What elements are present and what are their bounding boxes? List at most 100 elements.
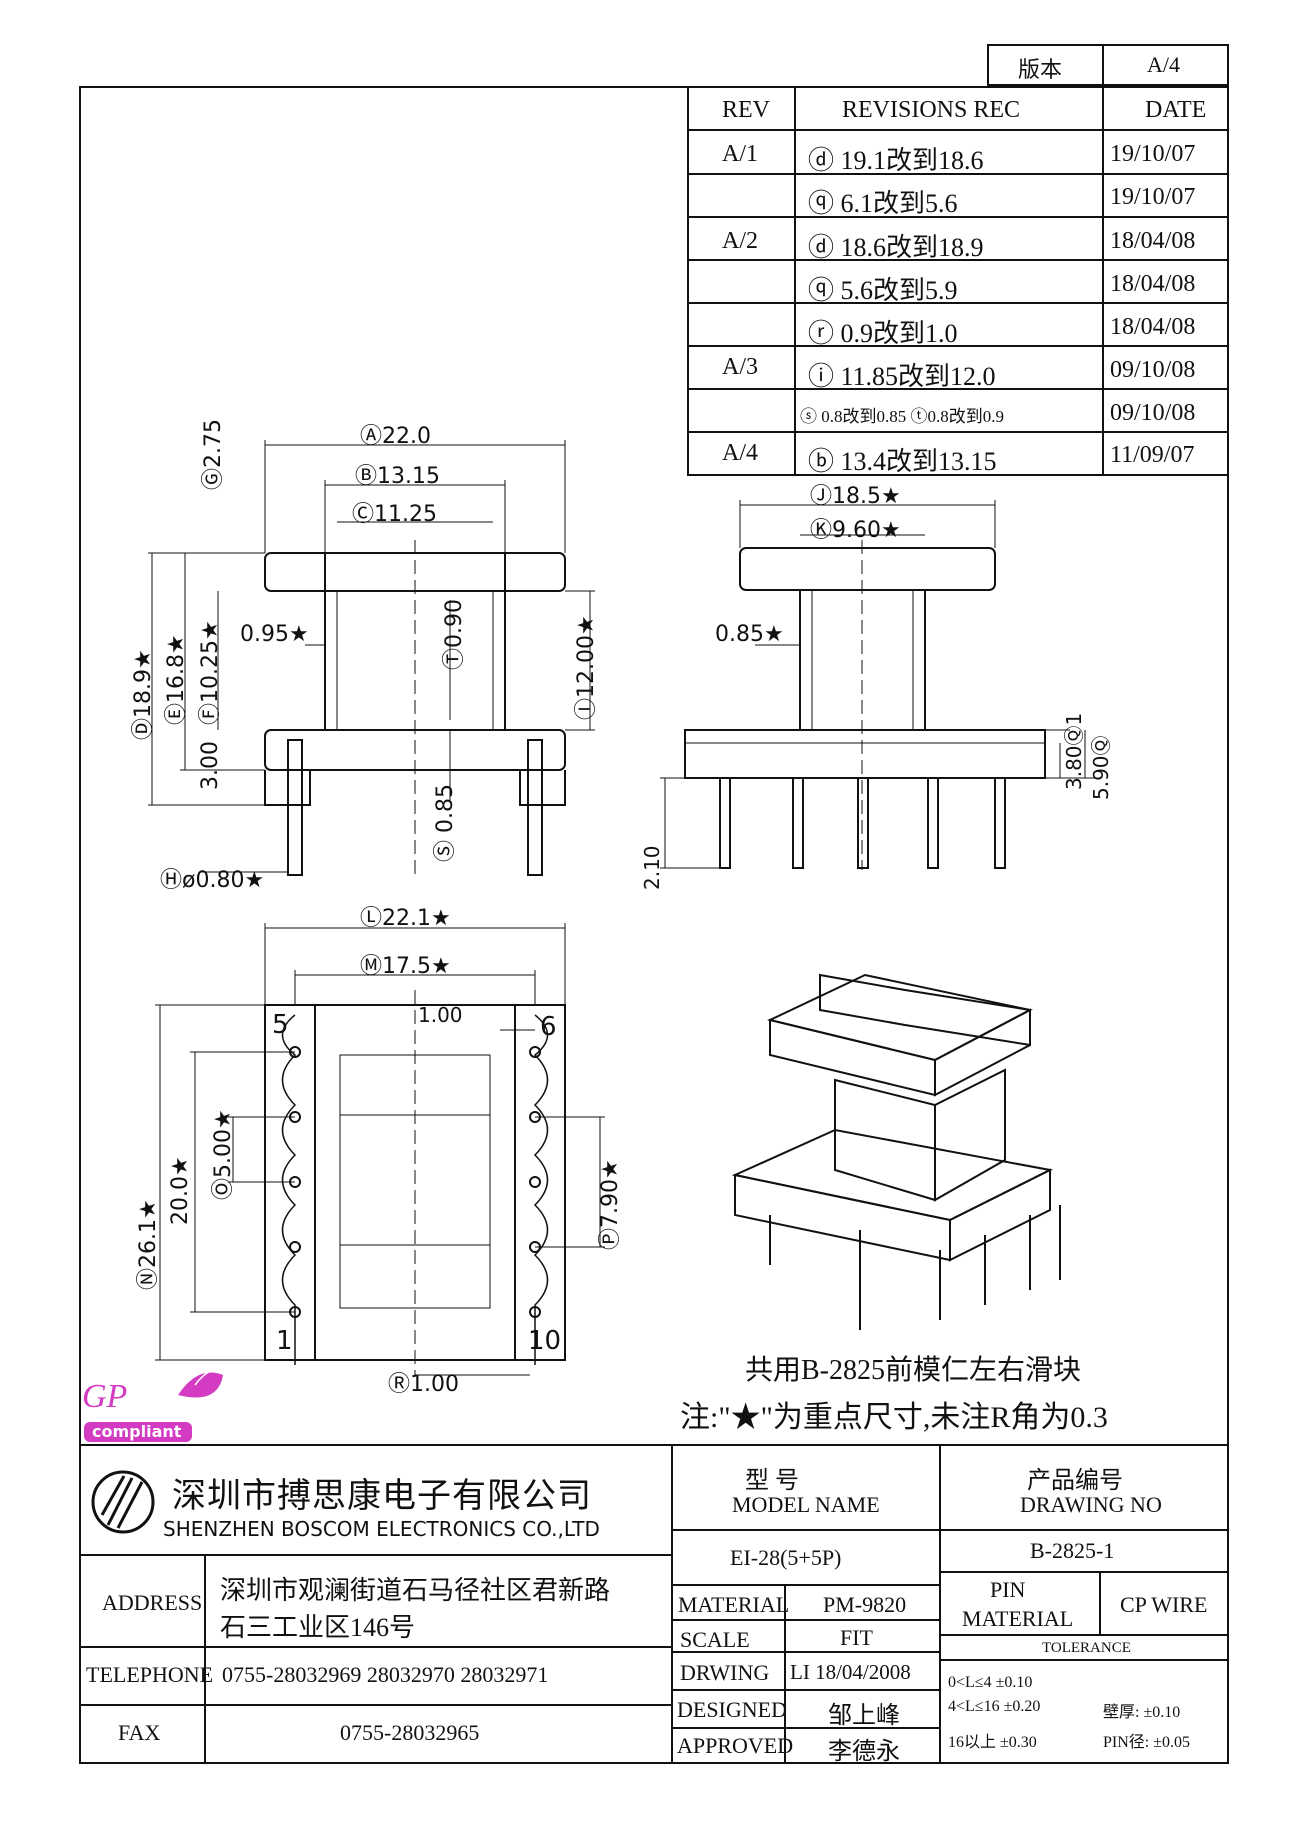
dim-value: 0.85 [433,784,458,833]
gp-mark: GP [82,1378,128,1415]
rev-date: 19/10/07 [1110,184,1196,210]
dim-N: Ⓝ26.1★ [136,1199,161,1290]
rev-text: ⓠ 5.6改到5.9 [808,276,958,305]
tolerance-range-3: 16以上 ±0.30 [948,1734,1037,1751]
dim-value: 3.80 [1062,745,1086,790]
material-label: MATERIAL [678,1592,790,1617]
approved-label: APPROVED [677,1733,794,1758]
scale-label: SCALE [680,1627,750,1652]
rev-header: REV [722,97,770,123]
dim-210: 2.10 [640,845,664,890]
rev-date: 11/09/07 [1110,442,1195,468]
rev-text-value: 6.1改到5.6 [840,189,958,218]
dim-C: Ⓒ11.25 [352,502,437,527]
tolerance-label: TOLERANCE [1042,1640,1131,1656]
pin-dia-tolerance: PIN径: ±0.05 [1103,1734,1191,1751]
rev-cell: A/1 [722,141,758,167]
rev-text-value: 0.8改到0.9 [927,407,1005,426]
designed-value: 邹上峰 [828,1703,900,1729]
pin-label-line2: MATERIAL [962,1606,1074,1631]
rev-date: 09/10/08 [1110,357,1196,383]
rev-text: ⓑ 13.4改到13.15 [808,447,997,476]
isometric-view [731,973,1061,1330]
dim-value: 18.9★ [131,649,156,718]
rev-text: ⓘ 11.85改到12.0 [808,362,996,391]
dim-300: 3.00 [198,741,223,790]
dim-value: 2.75 [201,419,226,468]
dim-200: 20.0★ [168,1156,193,1225]
pin-material-value: CP WIRE [1120,1592,1208,1617]
address-label: ADDRESS [102,1590,203,1615]
dim-R: Ⓡ1.00 [388,1372,459,1397]
rev-text: ⓡ 0.9改到1.0 [808,319,958,348]
company-logo [91,1470,155,1534]
dim-J: Ⓙ18.5★ [810,484,901,509]
rev-date: 18/04/08 [1110,314,1196,340]
pin-label: 10 [528,1326,562,1356]
company-name-cn: 深圳市搏思康电子有限公司 [172,1478,592,1515]
dim-I: Ⓘ12.00★ [574,615,599,720]
rev-text: ⓓ 18.6改到18.9 [808,233,984,262]
dim-value: 12.00★ [574,615,599,698]
rec-header: REVISIONS REC [842,97,1021,123]
wall-tolerance: 壁厚: ±0.10 [1103,1704,1181,1721]
dim-L: Ⓛ22.1★ [360,906,451,931]
dim-value: 26.1★ [136,1199,161,1268]
rev-date: 18/04/08 [1110,228,1196,254]
telephone-value: 0755-28032969 28032970 28032971 [222,1662,549,1687]
model-value: EI-28(5+5P) [730,1545,842,1570]
dim-T: Ⓣ0.90 [442,599,467,670]
dim-Q: 5.90Ⓠ [1089,735,1113,800]
dim-P: Ⓟ7.90★ [598,1159,623,1250]
rev-cell: A/3 [722,354,758,380]
rev-text: ⓠ 6.1改到5.6 [808,189,958,218]
dim-A: Ⓐ22.0 [360,424,431,449]
rev-text-value: 0.8改到0.85 [821,407,907,426]
version-value: A/4 [1147,52,1180,77]
rev-text-value: 13.4改到13.15 [840,447,997,476]
drawing-no-en: DRAWING NO [1020,1492,1162,1517]
dim-M: Ⓜ17.5★ [360,954,451,979]
dim-Q1: 3.80Ⓠ1 [1062,712,1086,790]
drwing-label: DRWING [680,1660,770,1685]
rev-text-value: 18.6改到18.9 [840,233,984,262]
dim-085: 0.85★ [715,622,784,647]
dim-value: 16.8★ [164,634,189,703]
dim-S: Ⓢ 0.85 [433,784,458,862]
bottom-view [155,923,605,1376]
dim-value: 18.5★ [832,484,901,509]
dim-value: 1.00 [410,1372,459,1397]
dim-value: 9.60★ [832,518,901,543]
leaf-icon [178,1372,223,1398]
tolerance-range-2: 4<L≤16 ±0.20 [948,1698,1041,1715]
rev-cell: A/4 [722,440,758,466]
rev-text: ⓢ 0.8改到0.85 ⓣ0.8改到0.9 [800,407,1005,426]
model-name-cn: 型 号 [745,1468,799,1494]
rev-date: 19/10/07 [1110,141,1196,167]
dim-G: Ⓖ2.75 [201,419,226,490]
material-value: PM-9820 [823,1592,907,1617]
dim-value: 0.90 [442,599,467,648]
dim-value: 13.15 [377,464,440,489]
dim-B: Ⓑ13.15 [355,464,440,489]
drawing-no-value: B-2825-1 [1030,1538,1115,1563]
dim-value: ø0.80★ [182,868,265,893]
dim-value: 22.0 [382,424,431,449]
note-shared-slider: 共用B-2825前模仁左右滑块 [745,1355,1082,1386]
rev-text: ⓓ 19.1改到18.6 [808,146,984,175]
dim-O: Ⓞ5.00★ [211,1109,236,1200]
dim-E: Ⓔ16.8★ [164,634,189,725]
approved-value: 李德永 [828,1739,900,1765]
dim-100: 1.00 [418,1003,463,1027]
version-label: 版本 [1018,57,1063,82]
fax-value: 0755-28032965 [340,1720,480,1745]
fax-label: FAX [118,1720,161,1745]
drawing-no-cn: 产品编号 [1027,1468,1123,1494]
dim-value: 17.5★ [382,954,451,979]
rev-date: 09/10/08 [1110,400,1196,426]
telephone-label: TELEPHONE [86,1662,214,1687]
pin-label: 1 [276,1326,293,1356]
dim-value: 22.1★ [382,906,451,931]
address-line2: 石三工业区146号 [220,1613,416,1642]
